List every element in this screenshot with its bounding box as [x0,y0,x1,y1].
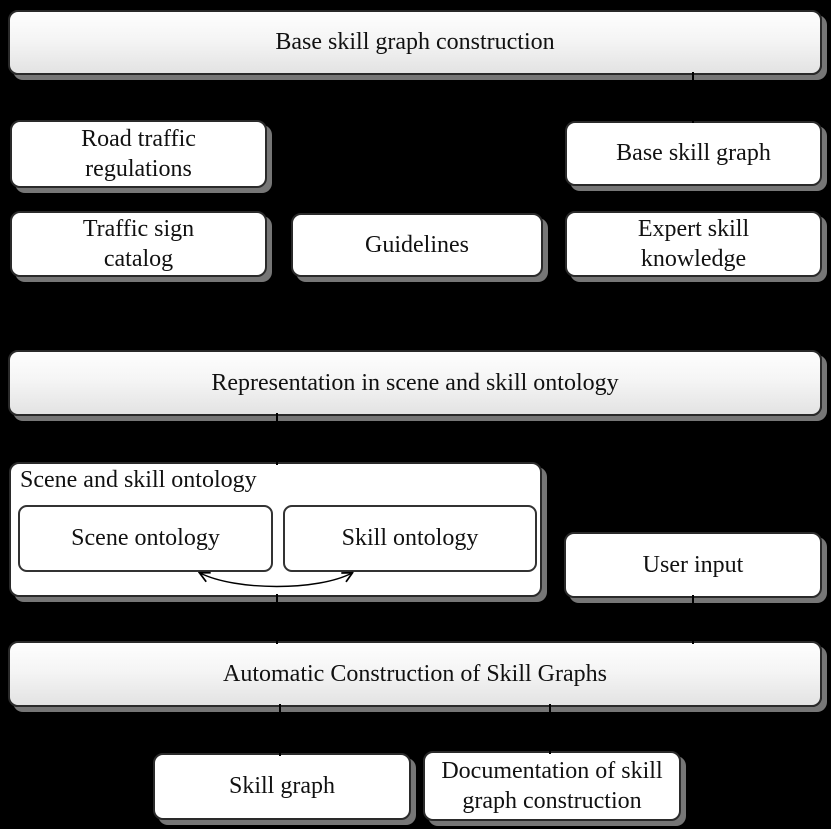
node-label: Documentation of skill graph constructio… [441,757,663,814]
node-scene-ontology: Scene ontology [18,505,273,572]
node-label: Scene ontology [71,525,220,552]
connector-base-construction-to-base-skill-graph [692,72,694,123]
node-skill-ontology: Skill ontology [283,505,537,572]
node-label: Guidelines [365,231,469,258]
node-user-input: User input [564,532,822,598]
group-label: Scene and skill ontology [20,467,257,493]
node-representation-in-scene-and-skill-ontology: Representation in scene and skill ontolo… [8,350,822,416]
node-label: Road traffic regulations [81,125,196,182]
connector-ontology-group-to-automatic-construction [276,594,278,644]
node-base-skill-graph: Base skill graph [565,121,822,186]
node-label: Traffic sign catalog [82,215,195,272]
node-label: Representation in scene and skill ontolo… [211,369,619,396]
node-automatic-construction-of-skill-graphs: Automatic Construction of Skill Graphs [8,641,822,707]
node-expert-skill-knowledge: Expert skill knowledge [565,211,822,277]
node-label: User input [642,551,744,578]
connector-user-input-to-automatic-construction [692,595,694,644]
connector-automatic-construction-to-skill-graph [279,704,281,756]
connector-representation-to-ontology-group [276,413,278,465]
node-label: Expert skill knowledge [637,215,750,272]
node-skill-graph: Skill graph [153,753,411,820]
node-label: Automatic Construction of Skill Graphs [223,660,607,687]
node-guidelines: Guidelines [291,213,543,277]
node-label: Base skill graph [616,140,771,167]
node-label: Base skill graph construction [275,29,555,56]
node-label: Skill ontology [341,525,479,552]
node-base-skill-graph-construction: Base skill graph construction [8,10,822,75]
node-label: Skill graph [229,773,335,800]
connector-automatic-construction-to-documentation [549,704,551,754]
node-documentation-of-skill-graph-construction: Documentation of skill graph constructio… [423,751,681,821]
node-road-traffic-regulations: Road traffic regulations [10,120,267,188]
node-traffic-sign-catalog: Traffic sign catalog [10,211,267,277]
group-scene-and-skill-ontology: Scene and skill ontology Scene ontology … [9,462,542,597]
